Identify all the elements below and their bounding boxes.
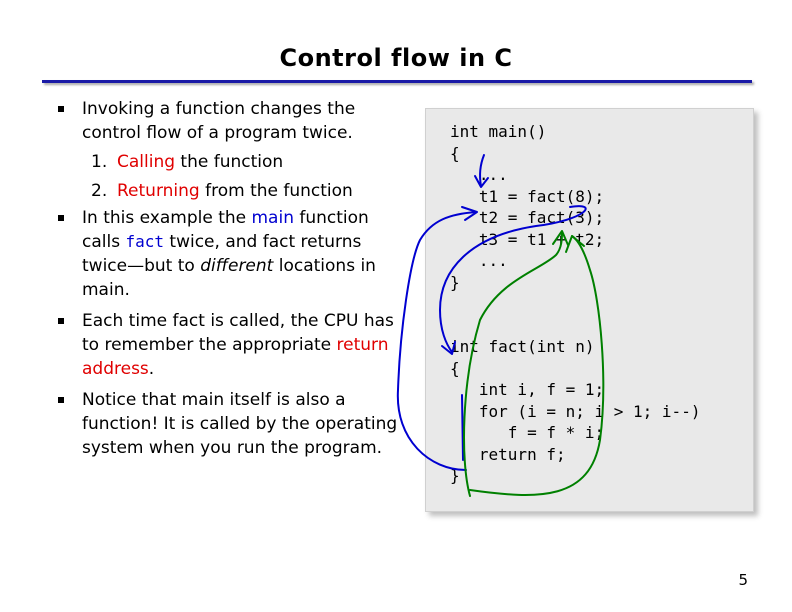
bullet-text: . bbox=[148, 359, 155, 379]
sub-item-number: 2. bbox=[91, 181, 108, 201]
bullet-square-icon bbox=[58, 215, 64, 221]
code-line: ... bbox=[450, 165, 508, 184]
highlight-return-address: return address bbox=[82, 335, 389, 379]
bullet-item: Notice that main itself is also a functi… bbox=[55, 388, 400, 460]
bullet-text: Invoking a function changes the control … bbox=[82, 99, 356, 143]
code-line: { bbox=[450, 143, 460, 163]
code-line: int main() bbox=[450, 122, 547, 141]
code-line: } bbox=[450, 272, 460, 292]
slide-title: Control flow in C bbox=[279, 44, 513, 72]
bullet-square-icon bbox=[58, 397, 64, 403]
emphasis-different: different bbox=[200, 256, 274, 276]
bullet-text: Notice that main itself is also a functi… bbox=[82, 390, 398, 458]
code-line: for (i = n; i > 1; i--) bbox=[450, 401, 701, 421]
code-line: t2 = fact(3); bbox=[450, 208, 605, 227]
highlight-returning: Returning bbox=[117, 181, 200, 201]
code-line bbox=[450, 315, 700, 337]
title-rule bbox=[42, 80, 752, 83]
highlight-fact: fact bbox=[125, 232, 165, 251]
bullet-text: locations in main. bbox=[82, 256, 376, 300]
code-line: f = f * i; bbox=[450, 423, 605, 442]
bullet-text: function calls bbox=[82, 208, 369, 252]
code-line bbox=[450, 293, 700, 315]
code-line: { bbox=[450, 358, 460, 378]
code-line: t1 = fact(8); bbox=[450, 186, 605, 206]
bullet-item: Each time fact is called, the CPU has to… bbox=[55, 309, 400, 381]
sub-item-text: from the function bbox=[199, 181, 353, 201]
sub-item-returning: 2. Returning from the function bbox=[55, 179, 400, 203]
code-line: int i, f = 1; bbox=[450, 380, 605, 399]
bullet-text: twice, and fact returns twice—but to bbox=[82, 232, 362, 276]
bullet-list: Invoking a function changes the control … bbox=[55, 97, 400, 460]
sub-item-calling: 1. Calling the function bbox=[55, 150, 400, 174]
highlight-calling: Calling bbox=[117, 152, 176, 172]
code-line: ... bbox=[450, 251, 508, 270]
sub-item-text: the function bbox=[175, 152, 284, 172]
bullet-text: Each time fact is called, the CPU has to… bbox=[82, 311, 394, 355]
code-line: t3 = t1 + t2; bbox=[450, 229, 605, 249]
highlight-main: main bbox=[251, 208, 294, 228]
code-line: int fact(int n) bbox=[450, 337, 595, 356]
code-block: int main() { ... t1 = fact(8); t2 = fact… bbox=[450, 121, 700, 487]
code-line: } bbox=[450, 466, 460, 485]
bullet-text: In this example the bbox=[82, 208, 252, 228]
bullet-item: In this example the main function calls … bbox=[55, 206, 400, 302]
page-number: 5 bbox=[738, 571, 748, 589]
bullet-square-icon bbox=[58, 318, 64, 324]
sub-item-number: 1. bbox=[91, 152, 108, 172]
bullet-item: Invoking a function changes the control … bbox=[55, 97, 400, 145]
bullet-square-icon bbox=[58, 106, 64, 112]
code-line: return f; bbox=[450, 444, 566, 464]
